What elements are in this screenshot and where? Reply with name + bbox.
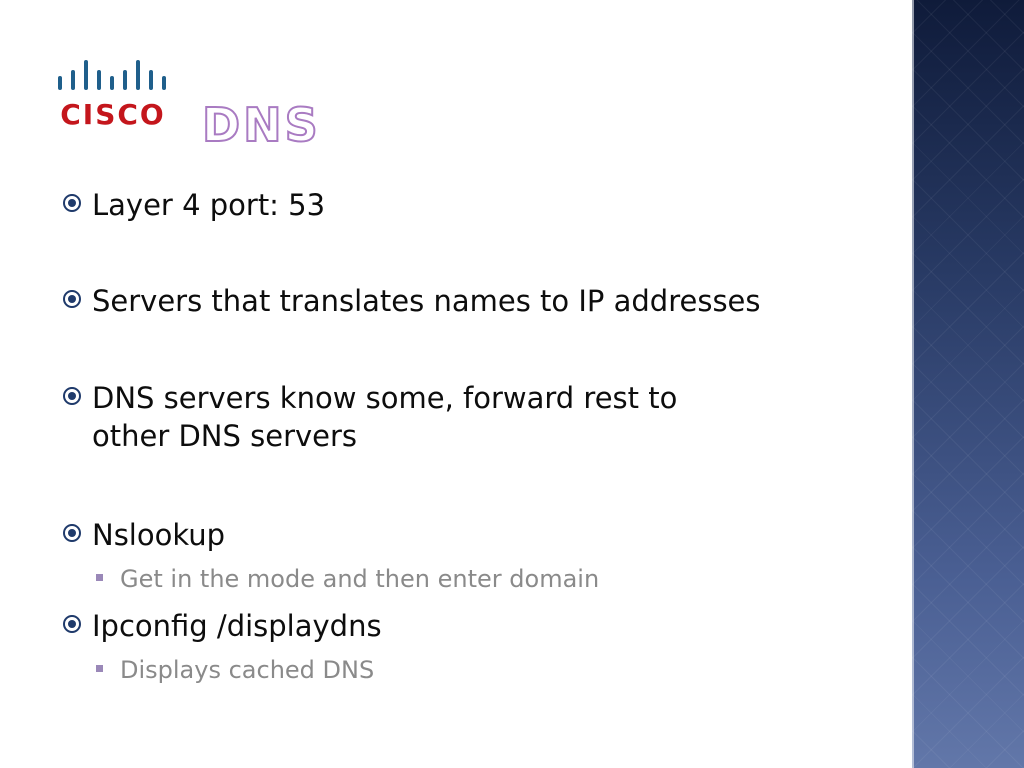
- bullet-item: Ipconfig /displaydns: [62, 607, 882, 645]
- bullet-text: Nslookup: [92, 518, 226, 552]
- cisco-logo-icon: CISCO: [58, 60, 166, 130]
- cisco-logo: CISCO: [56, 60, 180, 130]
- bullet-item: DNS servers know some, forward rest to o…: [62, 379, 762, 455]
- sub-bullet-item: Get in the mode and then enter domain: [96, 564, 599, 594]
- bullet-text: DNS servers know some, forward rest to o…: [92, 381, 678, 453]
- bullet-item: Nslookup: [62, 516, 882, 554]
- square-bullet-icon: [96, 564, 120, 581]
- slide-title: DNS: [201, 98, 321, 152]
- circled-dot-icon: [62, 516, 92, 547]
- decorative-side-band: [912, 0, 1024, 768]
- bullet-text: Layer 4 port: 53: [92, 188, 326, 222]
- circled-dot-icon: [62, 607, 92, 638]
- sub-bullet-text: Get in the mode and then enter domain: [120, 565, 600, 593]
- square-bullet-icon: [96, 655, 120, 672]
- circled-dot-icon: [62, 186, 92, 217]
- sub-bullet-text: Displays cached DNS: [120, 656, 375, 684]
- bullet-text: Ipconfig /displaydns: [92, 609, 382, 643]
- circled-dot-icon: [62, 282, 92, 313]
- bullet-text: Servers that translates names to IP addr…: [92, 284, 761, 318]
- bullet-item: Servers that translates names to IP addr…: [62, 282, 882, 320]
- logo-text: CISCO: [60, 98, 165, 130]
- circled-dot-icon: [62, 379, 92, 410]
- sub-bullet-item: Displays cached DNS: [96, 655, 374, 685]
- bullet-item: Layer 4 port: 53: [62, 186, 882, 224]
